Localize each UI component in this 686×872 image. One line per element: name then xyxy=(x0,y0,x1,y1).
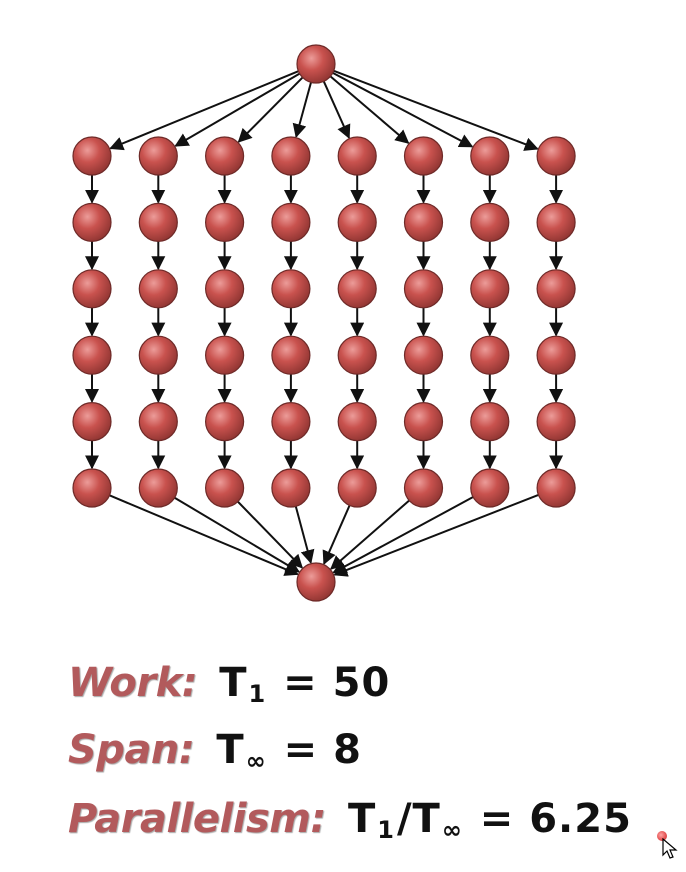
work-formula-value: = 50 xyxy=(268,660,391,706)
dag-node-col-1-row-1 xyxy=(72,136,112,176)
edge-source-to-col-5 xyxy=(322,80,351,140)
dag-node-col-8-row-2 xyxy=(536,202,576,242)
dag-node-col-6-row-3 xyxy=(403,269,444,309)
edge-col-2-to-sink xyxy=(174,496,301,573)
dag-node-col-4-row-2 xyxy=(271,202,311,242)
parallelism-formula-t1: T xyxy=(347,796,377,842)
edge-col-8-to-sink xyxy=(333,493,539,577)
work-formula: T1 = 50 xyxy=(219,660,390,708)
edge-source-to-col-2 xyxy=(174,72,301,147)
dag-node-col-3-row-1 xyxy=(205,136,245,176)
dag-node-col-7-row-4 xyxy=(470,335,510,375)
dag-node-col-6-row-4 xyxy=(403,335,444,375)
edge-source-to-col-6 xyxy=(329,75,410,144)
edge-col-6-to-sink xyxy=(330,499,410,570)
parallelism-formula-subscript-1: 1 xyxy=(377,816,395,844)
mouse-cursor-icon xyxy=(662,838,678,859)
dag-node-col-6-row-1 xyxy=(403,136,444,176)
work-label: Work: xyxy=(68,660,198,706)
dag-source-node xyxy=(296,44,336,84)
dag-node-col-3-row-6 xyxy=(205,468,245,508)
work-metric: Work: T1 = 50 xyxy=(68,660,390,720)
dag-node-col-2-row-3 xyxy=(138,269,178,309)
dag-node-col-2-row-5 xyxy=(138,402,178,442)
computation-dag xyxy=(72,44,576,602)
dag-node-col-4-row-5 xyxy=(271,402,311,442)
dag-node-col-2-row-1 xyxy=(138,136,178,176)
parallelism-formula: T1/T∞ = 6.25 xyxy=(348,796,632,844)
dag-node-col-6-row-5 xyxy=(403,402,444,442)
parallelism-formula-slash-t: /T xyxy=(396,796,441,842)
dag-node-col-3-row-5 xyxy=(205,402,245,442)
edge-source-to-col-3 xyxy=(237,76,304,143)
work-formula-subscript: 1 xyxy=(248,680,267,708)
dag-node-col-8-row-5 xyxy=(536,402,576,442)
span-formula: T∞ = 8 xyxy=(216,727,362,775)
dag-node-col-5-row-2 xyxy=(337,202,377,242)
dag-edges xyxy=(85,69,564,577)
span-metric: Span: T∞ = 8 xyxy=(68,727,362,787)
edge-source-to-col-8 xyxy=(333,69,539,151)
dag-node-col-1-row-5 xyxy=(72,402,112,442)
edge-col-5-to-sink xyxy=(322,505,351,565)
dag-node-col-5-row-6 xyxy=(337,468,377,508)
dag-node-col-6-row-2 xyxy=(403,202,444,242)
dag-node-col-8-row-4 xyxy=(536,335,576,375)
dag-node-col-7-row-5 xyxy=(470,402,510,442)
dag-node-col-5-row-4 xyxy=(337,335,377,375)
dag-node-col-4-row-3 xyxy=(271,269,311,309)
dag-node-col-7-row-6 xyxy=(470,468,510,508)
dag-node-col-8-row-1 xyxy=(536,136,576,176)
dag-node-col-3-row-3 xyxy=(205,269,245,309)
edge-source-to-col-7 xyxy=(332,72,474,148)
dag-node-col-1-row-4 xyxy=(72,335,112,375)
dag-node-col-5-row-1 xyxy=(337,136,377,176)
parallelism-formula-subscript-inf: ∞ xyxy=(441,816,463,844)
dag-node-col-2-row-2 xyxy=(138,202,178,242)
span-formula-t: T xyxy=(216,727,245,773)
dag-node-col-5-row-3 xyxy=(337,269,377,309)
dag-node-col-7-row-2 xyxy=(470,202,510,242)
dag-node-col-5-row-5 xyxy=(337,402,377,442)
edge-source-to-col-1 xyxy=(109,70,299,151)
dag-node-col-8-row-3 xyxy=(536,269,576,309)
edge-col-3-to-sink xyxy=(237,500,304,569)
dag-node-col-1-row-2 xyxy=(72,202,112,242)
dag-node-col-4-row-4 xyxy=(271,335,311,375)
edge-col-7-to-sink xyxy=(332,496,474,574)
dag-node-col-6-row-6 xyxy=(403,468,444,508)
span-formula-subscript: ∞ xyxy=(245,747,267,775)
dag-node-col-8-row-6 xyxy=(536,468,576,508)
work-formula-t: T xyxy=(219,660,248,706)
dag-node-col-2-row-4 xyxy=(138,335,178,375)
parallelism-metric: Parallelism: T1/T∞ = 6.25 xyxy=(68,796,632,856)
span-label: Span: xyxy=(68,727,195,773)
edge-col-1-to-sink xyxy=(109,494,299,576)
laser-pointer-dot xyxy=(657,831,667,841)
dag-node-col-1-row-3 xyxy=(72,269,112,309)
dag-node-col-2-row-6 xyxy=(138,468,178,508)
dag-sink-node xyxy=(296,562,336,602)
dag-node-col-1-row-6 xyxy=(72,468,112,508)
dag-node-col-4-row-6 xyxy=(271,468,311,508)
dag-node-col-3-row-2 xyxy=(205,202,245,242)
edge-col-4-to-sink xyxy=(294,506,315,565)
dag-node-col-3-row-4 xyxy=(205,335,245,375)
parallelism-formula-value: = 6.25 xyxy=(464,796,632,842)
dag-node-col-4-row-1 xyxy=(271,136,311,176)
parallelism-label: Parallelism: xyxy=(68,796,326,842)
span-formula-value: = 8 xyxy=(268,727,362,773)
edge-source-to-col-4 xyxy=(292,82,312,139)
dag-node-col-7-row-1 xyxy=(470,136,510,176)
dag-nodes xyxy=(72,44,576,602)
dag-node-col-7-row-3 xyxy=(470,269,510,309)
